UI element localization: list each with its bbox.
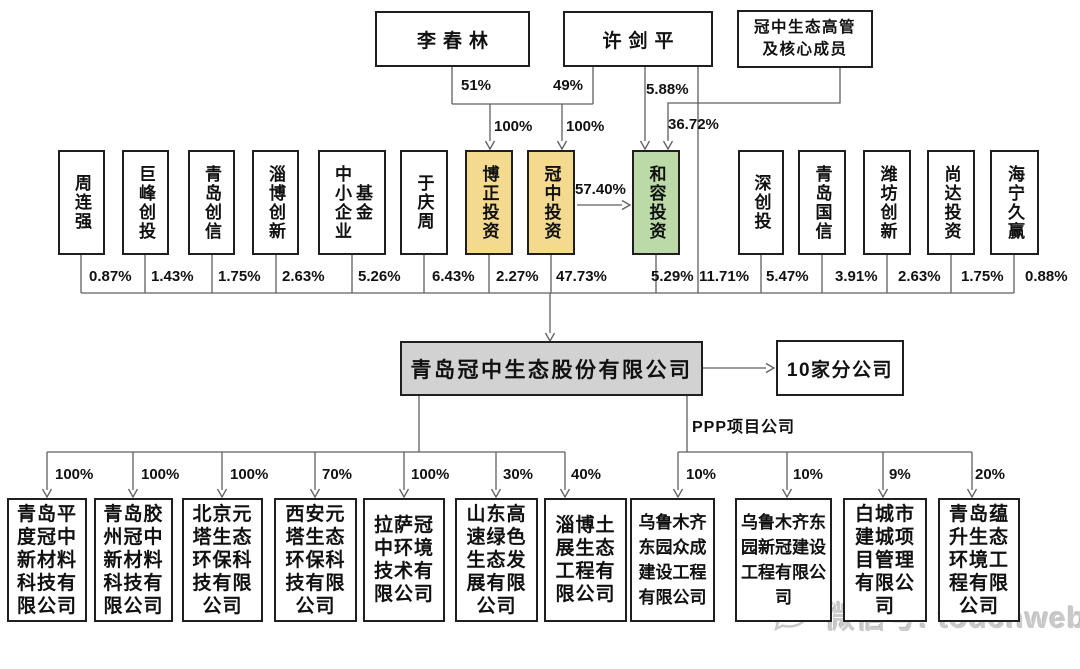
stake-label: 3.91% (835, 268, 878, 285)
subsidiary-box: 乌鲁木齐东园新冠建设工程有限公司 (735, 498, 832, 622)
shareholder-box-text: 青岛创信 (202, 164, 221, 241)
subsidiary-box-text: 山东高速绿色生态发展有限公司 (466, 503, 527, 617)
shareholder-box: 青岛国信 (798, 150, 846, 255)
owner-name-line1: 冠中生态高管 (753, 19, 856, 37)
shareholder-box-text: 冠中投资 (541, 164, 561, 241)
shareholder-box: 周连强 (58, 150, 105, 255)
company-name: 青岛冠中生态股份有限公司 (410, 358, 693, 382)
ppp-projects-label: PPP项目公司 (692, 419, 796, 436)
subsidiary-box-text: 西安元塔生态环保科技有限公司 (285, 503, 346, 617)
edge-label-bozheng-holding: 100% (494, 118, 533, 135)
subsidiary-box-text: 乌鲁木齐东园新冠建设工程有限公司 (741, 513, 826, 607)
subsidiary-box: 北京元塔生态环保科技有限公司 (182, 498, 263, 622)
branches-box: 10家分公司 (776, 340, 904, 396)
shareholder-box-text: 淄博创新 (266, 164, 285, 241)
shareholder-box: 冠中投资 (527, 150, 575, 255)
stake-label: 1.75% (961, 268, 1004, 285)
subsidiary-box: 拉萨冠中环境技术有限公司 (363, 498, 445, 622)
shareholder-box: 尚达投资 (927, 150, 975, 255)
subsidiary-box: 西安元塔生态环保科技有限公司 (274, 498, 357, 622)
subsidiary-box: 淄博土展生态工程有限公司 (544, 498, 627, 622)
subsidiary-box-text: 淄博土展生态工程有限公司 (555, 515, 616, 605)
shareholder-box-text: 海宁久赢 (1005, 164, 1024, 241)
subsidiary-stake-label: 10% (793, 466, 824, 483)
owner-name: 许剑平 (602, 30, 681, 52)
shareholder-box-text: 深创投 (751, 174, 771, 231)
shareholder-box-text: 博正投资 (479, 164, 499, 241)
subsidiary-box-text: 拉萨冠中环境技术有限公司 (373, 515, 434, 605)
shareholder-box-text: 周连强 (72, 174, 91, 231)
top-owner-box-management: 冠中生态高管 及核心成员 (737, 10, 873, 68)
shareholder-box: 博正投资 (465, 150, 513, 255)
subsidiary-stake-label: 100% (55, 466, 94, 483)
shareholder-box: 巨峰创投 (122, 150, 169, 255)
subsidiary-box: 青岛蕴升生态环境工程有限公司 (938, 498, 1020, 622)
shareholder-box: 于庆周 (400, 150, 448, 255)
subsidiary-box: 青岛胶州冠中新材料科技有限公司 (94, 498, 173, 622)
shareholder-box-text: 中小企业基金 (332, 164, 372, 241)
stake-label: 2.27% (496, 268, 539, 285)
subsidiary-box-text: 青岛平度冠中新材料科技有限公司 (16, 503, 77, 617)
edge-label-guanzhong-holding: 100% (566, 118, 605, 135)
stake-label: 2.63% (282, 268, 325, 285)
stake-label: 0.88% (1025, 268, 1068, 285)
shareholder-box-text: 潍坊创新 (877, 164, 897, 241)
owner-name: 李春林 (416, 30, 495, 52)
shareholder-box-text: 巨峰创投 (136, 164, 155, 241)
shareholder-box: 和容投资 (632, 150, 680, 255)
shareholder-box-text: 青岛国信 (812, 164, 832, 241)
subsidiary-box-text: 青岛胶州冠中新材料科技有限公司 (103, 503, 164, 617)
shareholder-box-text: 尚达投资 (941, 164, 961, 241)
subsidiary-stake-label: 40% (571, 466, 602, 483)
subsidiary-box-text: 白城市建城项目管理有限公司 (854, 503, 915, 617)
stake-label: 1.75% (218, 268, 261, 285)
stake-label: 47.73% (556, 268, 607, 285)
subsidiary-stake-label: 30% (503, 466, 534, 483)
stake-label: 11.71% (699, 268, 750, 285)
subsidiary-box-text: 乌鲁木齐东园众成建设工程有限公司 (638, 513, 707, 607)
subsidiary-stake-label: 100% (141, 466, 180, 483)
stake-label: 5.29% (651, 268, 694, 285)
top-owner-box-xu-jianping: 许剑平 (563, 11, 713, 67)
edge-label-mgmt-to-herong: 36.72% (668, 116, 719, 133)
subsidiary-stake-label: 70% (322, 466, 353, 483)
subsidiary-box: 乌鲁木齐东园众成建设工程有限公司 (630, 498, 715, 622)
top-owner-box-li-chunlin: 李春林 (375, 11, 530, 67)
shareholder-box: 青岛创信 (188, 150, 235, 255)
stake-label: 5.26% (358, 268, 401, 285)
shareholder-box: 潍坊创新 (863, 150, 911, 255)
subsidiary-stake-label: 9% (889, 466, 911, 483)
subsidiary-box: 青岛平度冠中新材料科技有限公司 (7, 498, 87, 622)
edge-label-xu-to-bozheng: 49% (553, 77, 584, 94)
shareholder-box-text: 和容投资 (646, 164, 666, 241)
subsidiary-stake-label: 100% (230, 466, 269, 483)
subsidiary-stake-label: 100% (411, 466, 450, 483)
stake-label: 6.43% (432, 268, 475, 285)
branches-label: 10家分公司 (786, 359, 894, 381)
stake-label: 5.47% (766, 268, 809, 285)
shareholder-box-text: 于庆周 (414, 174, 434, 231)
subsidiary-box: 白城市建城项目管理有限公司 (843, 498, 927, 622)
subsidiary-stake-label: 10% (686, 466, 717, 483)
owner-name-line2: 及核心成员 (762, 41, 848, 58)
subsidiary-box-text: 青岛蕴升生态环境工程有限公司 (948, 503, 1009, 617)
edge-label-li-to-bozheng: 51% (461, 77, 492, 94)
subsidiary-box: 山东高速绿色生态发展有限公司 (455, 498, 538, 622)
stake-label: 0.87% (89, 268, 132, 285)
subsidiary-stake-label: 20% (975, 466, 1006, 483)
stake-label: 1.43% (151, 268, 194, 285)
subsidiary-box-text: 北京元塔生态环保科技有限公司 (192, 503, 253, 617)
shareholder-box: 深创投 (738, 150, 784, 255)
shareholder-box: 中小企业基金 (318, 150, 386, 255)
stake-label: 2.63% (898, 268, 941, 285)
company-box: 青岛冠中生态股份有限公司 (400, 341, 703, 396)
shareholder-box: 淄博创新 (252, 150, 299, 255)
edge-label-xu-to-herong: 5.88% (646, 81, 689, 98)
edge-label-guanzhong-to-herong: 57.40% (575, 181, 626, 198)
shareholder-box: 海宁久赢 (990, 150, 1039, 255)
